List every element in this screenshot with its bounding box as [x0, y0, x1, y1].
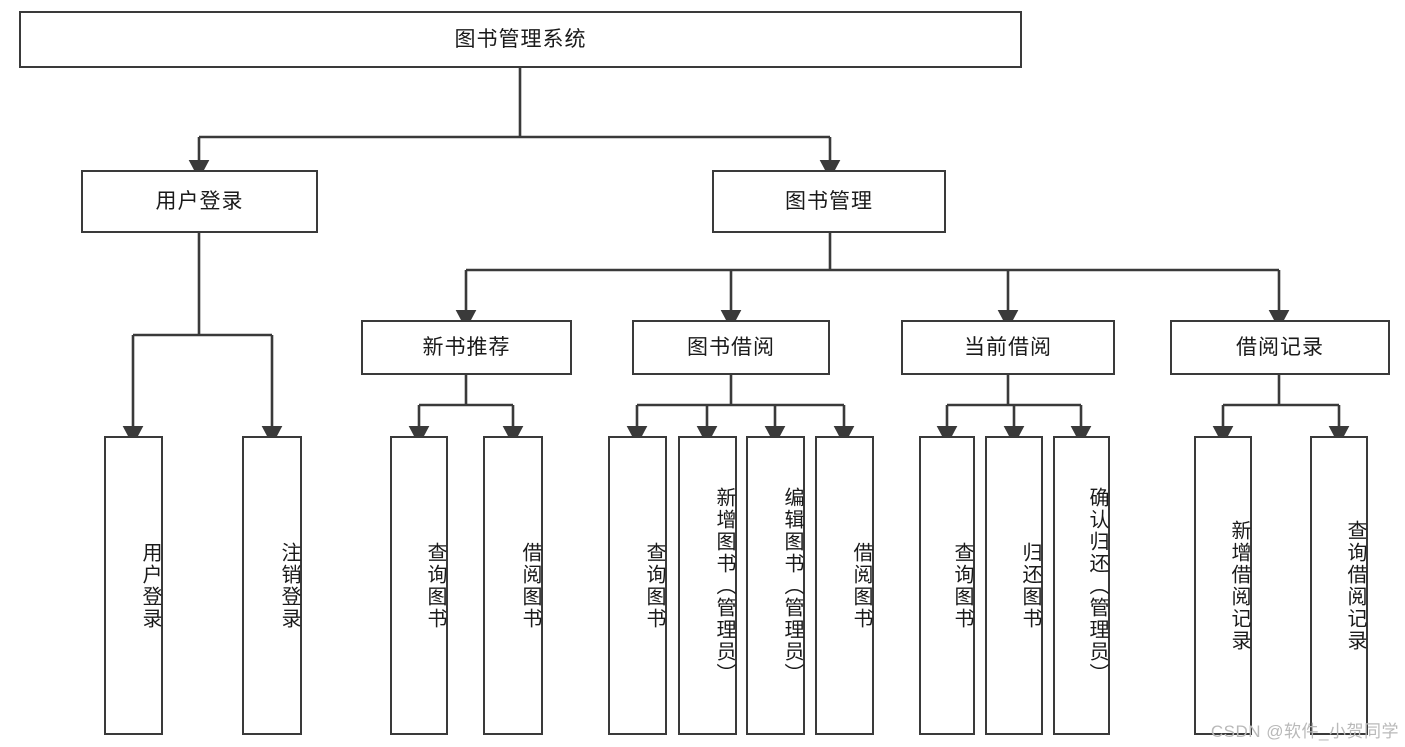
node-book-management-label: 图书管理 — [785, 189, 873, 213]
leaf-borrow-books-new[interactable]: 借阅图书 — [483, 436, 543, 735]
leaf-add-borrow-record-label: 新增借阅记录 — [1228, 519, 1250, 652]
node-user-login-label: 用户登录 — [155, 189, 244, 213]
node-current-borrow[interactable]: 当前借阅 — [901, 320, 1115, 375]
leaf-borrow-books-label: 借阅图书 — [850, 541, 872, 630]
leaf-confirm-return-admin[interactable]: 确认归还（管理员） — [1053, 436, 1110, 735]
leaf-logout[interactable]: 注销登录 — [242, 436, 302, 735]
leaf-user-login-label: 用户登录 — [139, 541, 161, 630]
node-book-borrow-label: 图书借阅 — [687, 335, 775, 359]
leaf-query-books-new-label: 查询图书 — [424, 541, 446, 630]
leaf-add-book-admin[interactable]: 新增图书（管理员） — [678, 436, 737, 735]
node-root-label: 图书管理系统 — [454, 27, 587, 51]
csdn-watermark: CSDN @软件_小贺同学 — [1210, 722, 1399, 741]
node-user-login[interactable]: 用户登录 — [81, 170, 318, 233]
node-book-management[interactable]: 图书管理 — [712, 170, 946, 233]
node-borrow-records[interactable]: 借阅记录 — [1170, 320, 1390, 375]
leaf-query-books-current[interactable]: 查询图书 — [919, 436, 975, 735]
leaf-edit-book-admin[interactable]: 编辑图书（管理员） — [746, 436, 805, 735]
leaf-return-books-label: 归还图书 — [1019, 541, 1041, 630]
leaf-edit-book-admin-label: 编辑图书（管理员） — [781, 486, 803, 685]
node-new-book-recommend[interactable]: 新书推荐 — [361, 320, 572, 375]
leaf-add-borrow-record[interactable]: 新增借阅记录 — [1194, 436, 1252, 735]
leaf-user-login[interactable]: 用户登录 — [104, 436, 163, 735]
leaf-borrow-books[interactable]: 借阅图书 — [815, 436, 874, 735]
leaf-query-borrow-record[interactable]: 查询借阅记录 — [1310, 436, 1368, 735]
leaf-confirm-return-admin-label: 确认归还（管理员） — [1086, 486, 1108, 685]
leaf-query-borrow-record-label: 查询借阅记录 — [1344, 519, 1366, 652]
leaf-query-books-current-label: 查询图书 — [951, 541, 973, 630]
leaf-query-books-borrow[interactable]: 查询图书 — [608, 436, 667, 735]
node-new-book-recommend-label: 新书推荐 — [422, 335, 511, 359]
leaf-return-books[interactable]: 归还图书 — [985, 436, 1043, 735]
leaf-borrow-books-new-label: 借阅图书 — [519, 541, 541, 630]
leaf-query-books-borrow-label: 查询图书 — [643, 541, 665, 630]
leaf-query-books-new[interactable]: 查询图书 — [390, 436, 448, 735]
node-borrow-records-label: 借阅记录 — [1236, 335, 1324, 359]
leaf-add-book-admin-label: 新增图书（管理员） — [713, 486, 735, 685]
leaf-logout-label: 注销登录 — [278, 541, 300, 630]
node-book-borrow[interactable]: 图书借阅 — [632, 320, 830, 375]
node-current-borrow-label: 当前借阅 — [964, 335, 1052, 359]
node-root[interactable]: 图书管理系统 — [19, 11, 1022, 68]
